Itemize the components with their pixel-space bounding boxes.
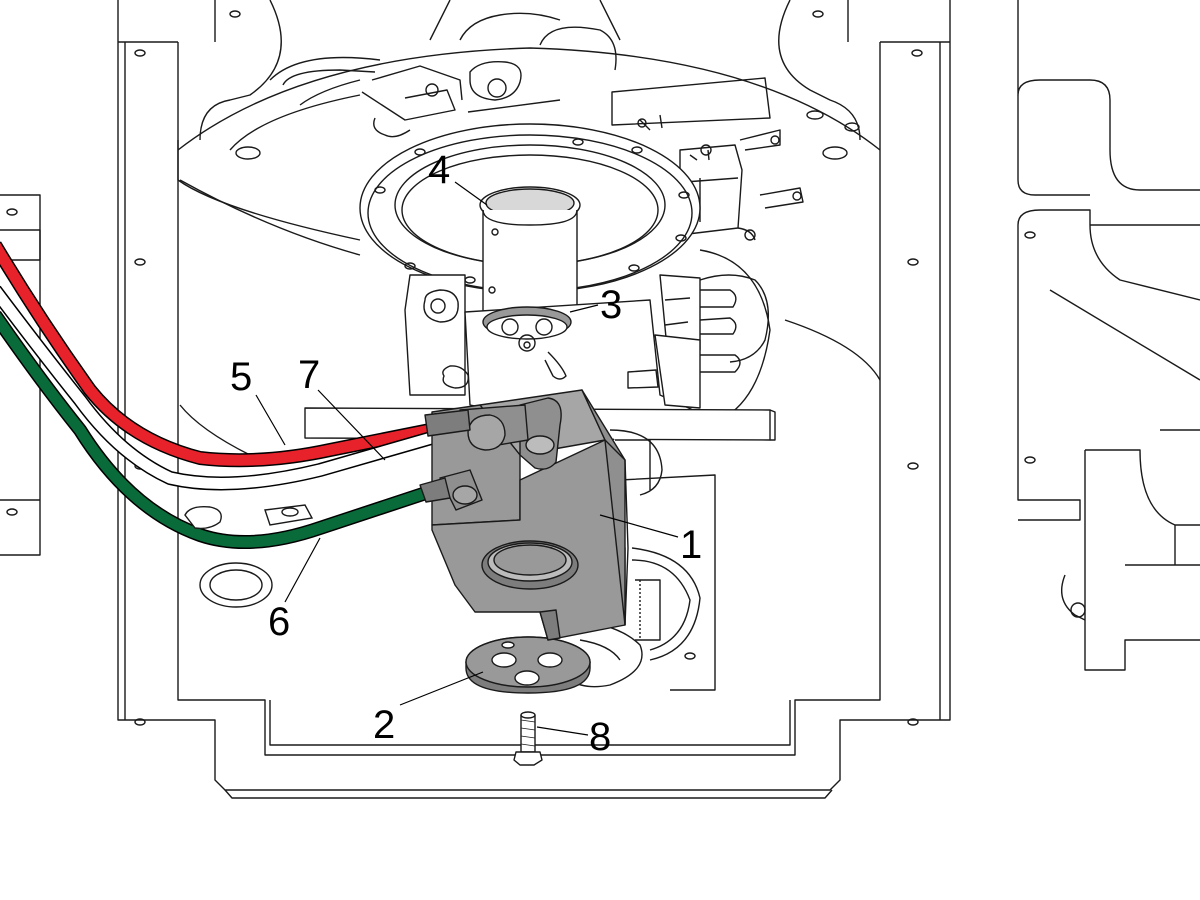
gasket-plate: [465, 636, 591, 694]
callout-5: 5: [230, 355, 252, 399]
hex-bolt: [513, 711, 543, 766]
upper-turret-housing: [177, 0, 881, 456]
right-side-frame: [1017, 0, 1200, 671]
white-hose: [0, 285, 482, 491]
callout-7: 7: [298, 353, 320, 397]
flange-bolt-holes: [374, 138, 690, 284]
manifold-block: [419, 389, 629, 641]
callouts: 1 2 3 4 5 6 7 8: [230, 148, 702, 759]
seal-ring: [482, 306, 572, 352]
elbow-fittings: [419, 397, 562, 511]
top-bracket-assembly: [361, 61, 804, 241]
lower-gear-assembly: [569, 429, 716, 691]
frame-mounting-holes: [134, 10, 923, 726]
callout-3: 3: [600, 283, 622, 327]
left-side-frame: [0, 194, 41, 556]
red-hose: [0, 241, 442, 468]
callout-4: 4: [428, 148, 450, 192]
machine-frame: [117, 0, 951, 799]
green-hose: [0, 311, 438, 550]
leader-lines: [255, 181, 679, 736]
switch-brackets: [627, 274, 770, 409]
callout-6: 6: [268, 600, 290, 644]
hoses: [0, 241, 482, 550]
callout-8: 8: [589, 715, 611, 759]
spindle-shaft: [479, 186, 581, 326]
callout-2: 2: [373, 703, 395, 747]
callout-1: 1: [680, 523, 702, 567]
